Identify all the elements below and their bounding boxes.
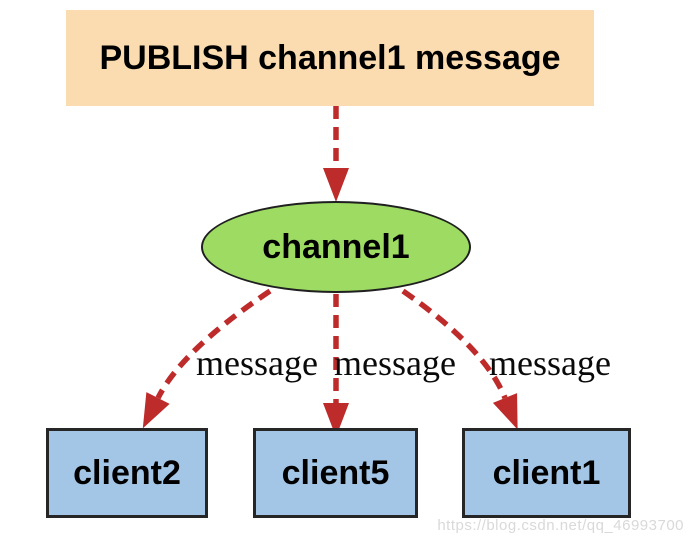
subscriber-box-client5: client5 [253, 428, 418, 518]
subscriber-label-client1: client1 [492, 453, 601, 492]
subscriber-box-client2: client2 [46, 428, 208, 518]
edge-channel-to-client1 [401, 288, 518, 430]
channel-label: channel1 [262, 227, 410, 266]
edge-label-message-client5: message [334, 343, 456, 383]
subscriber-box-client1: client1 [462, 428, 631, 518]
edge-channel-to-client2 [142, 288, 272, 429]
edge-label-message-client1: message [489, 343, 611, 383]
subscriber-label-client2: client2 [73, 453, 181, 492]
edge-label-message-client2: message [196, 343, 318, 383]
publisher-command-label: PUBLISH channel1 message [99, 38, 561, 77]
subscriber-label-client5: client5 [281, 453, 390, 492]
channel-ellipse: channel1 [201, 201, 471, 293]
publisher-command-box: PUBLISH channel1 message [66, 10, 594, 106]
watermark: https://blog.csdn.net/qq_46993700 [437, 517, 684, 534]
